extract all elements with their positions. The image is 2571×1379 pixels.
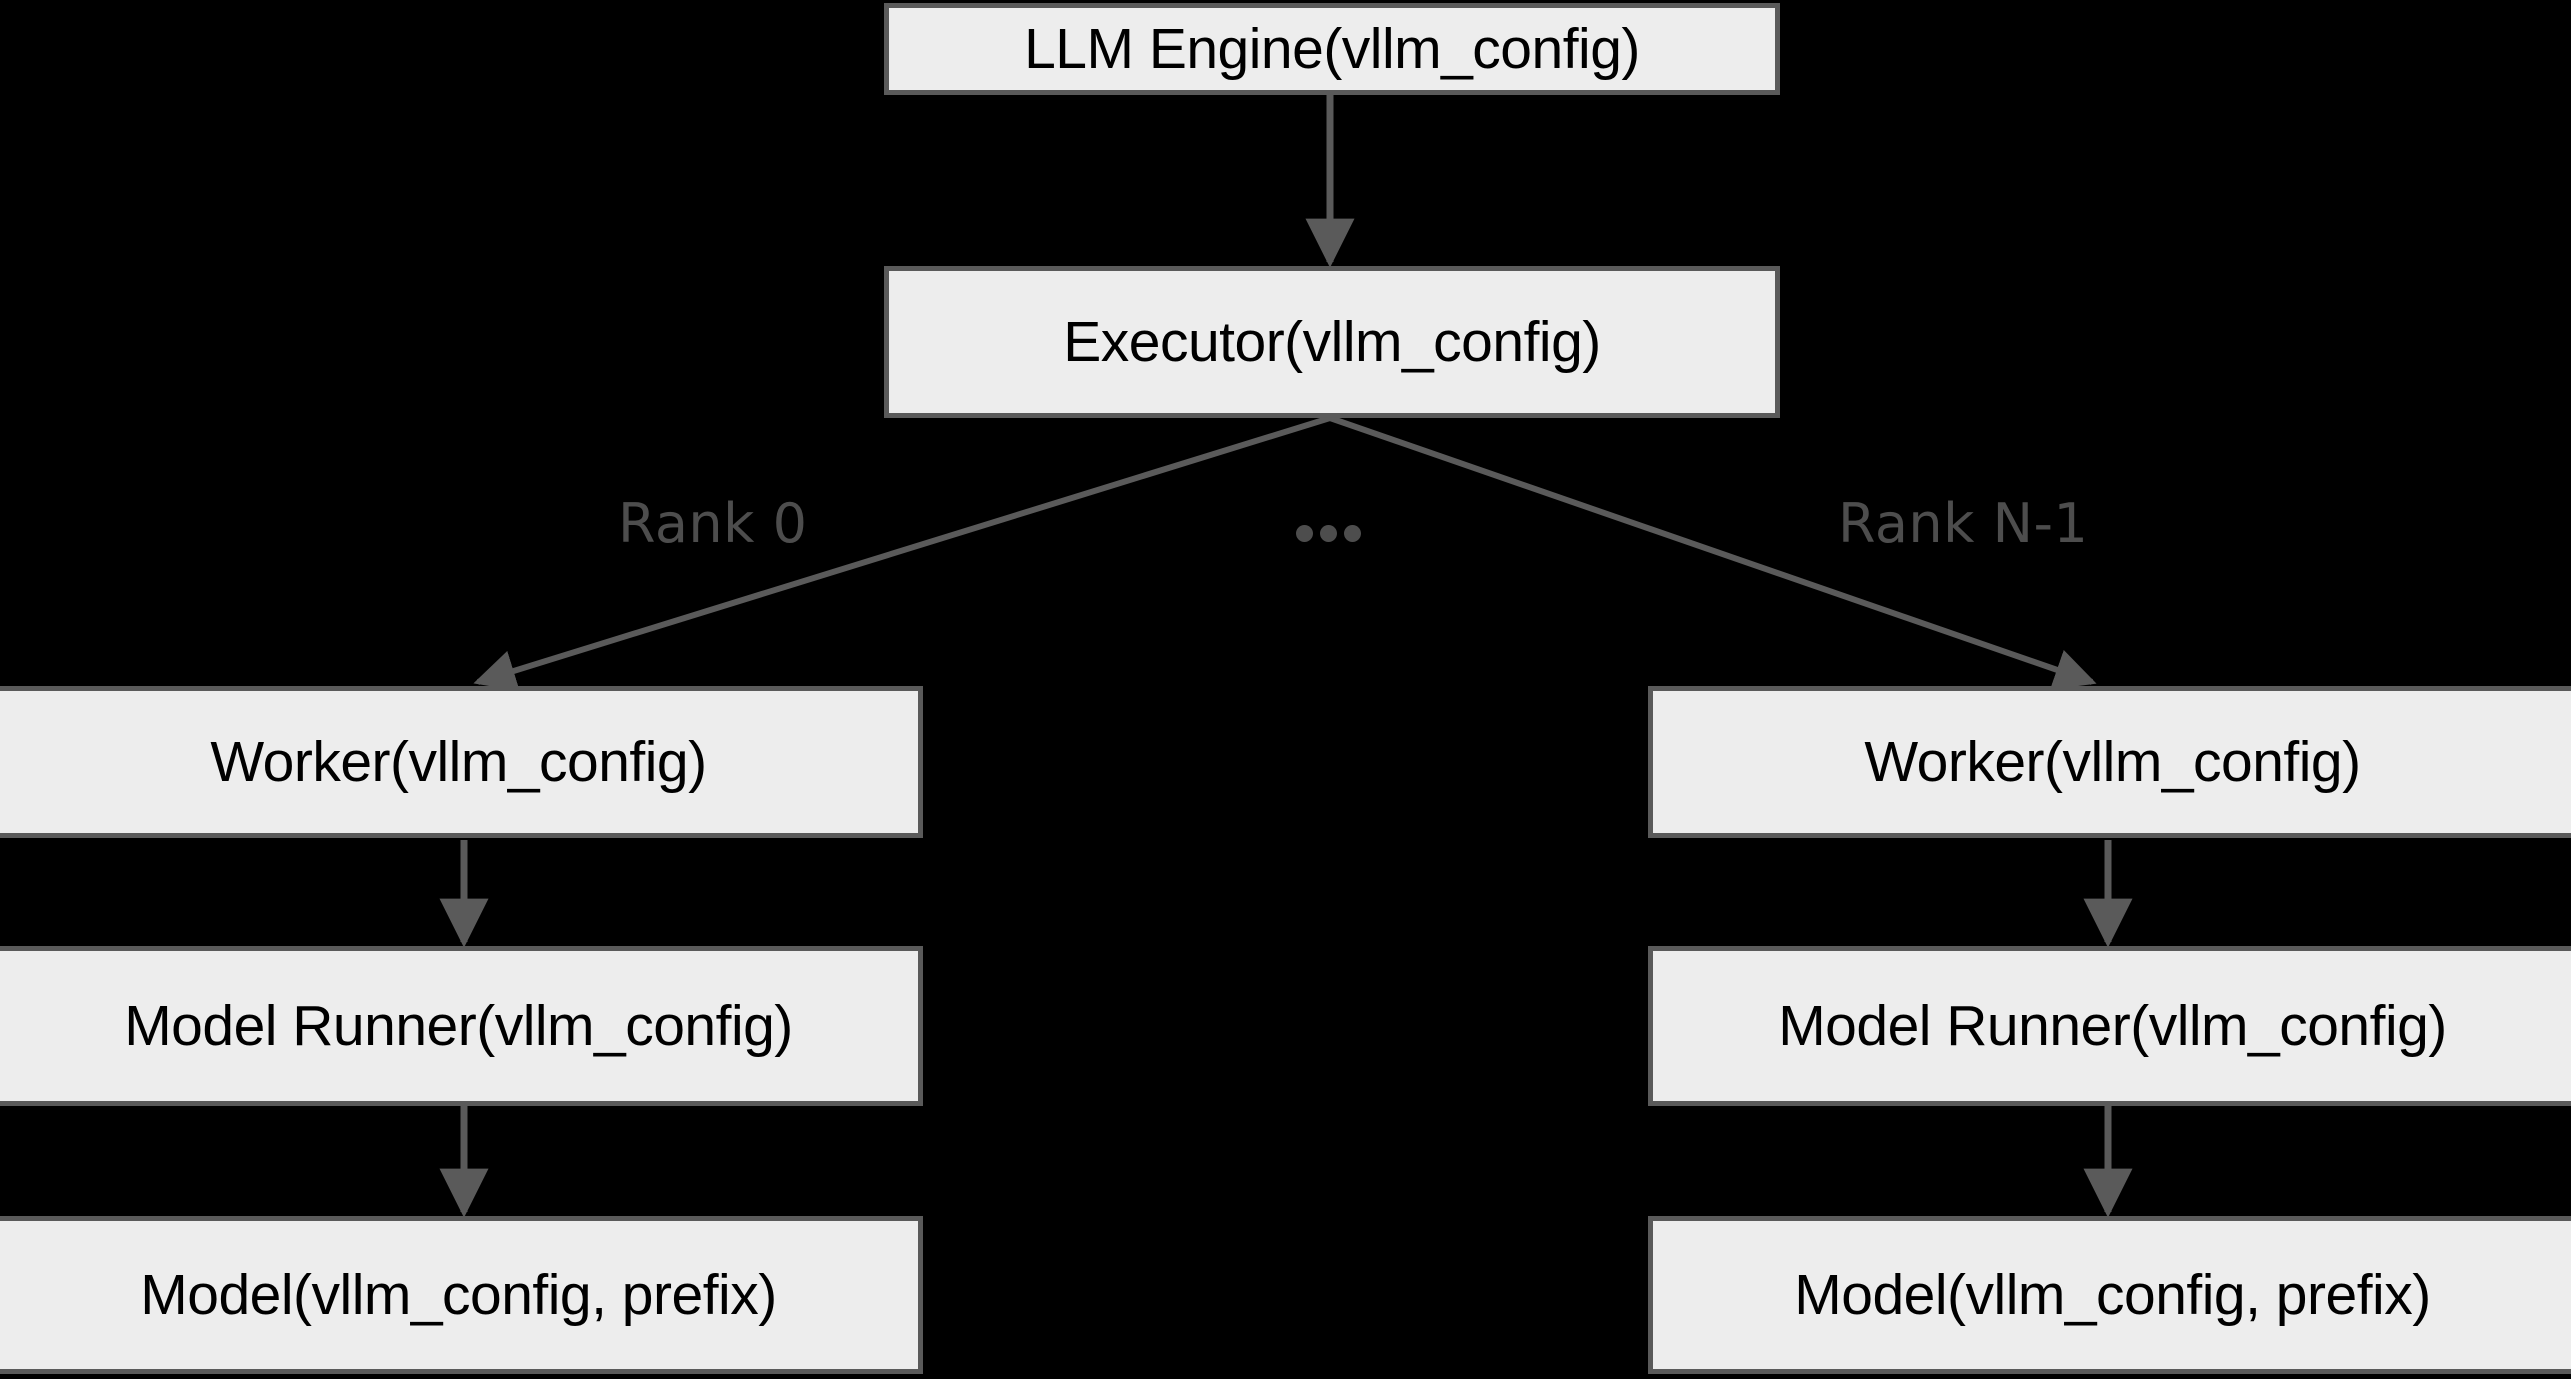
edge-executor-to-worker-rank0 <box>473 415 1331 692</box>
ellipsis-dot-1 <box>1296 525 1313 542</box>
edge-label-rank-ellipsis <box>1296 525 1361 542</box>
node-model-rankn[interactable]: Model(vllm_config, prefix) <box>1648 1216 2571 1374</box>
node-model-rank0-label: Model(vllm_config, prefix) <box>140 1262 777 1327</box>
edge-label-rank-n-1: Rank N-1 <box>1838 492 2089 555</box>
node-model-runner-rankn-label: Model Runner(vllm_config) <box>1778 993 2447 1058</box>
ellipsis-dot-2 <box>1320 525 1337 542</box>
node-model-runner-rank0[interactable]: Model Runner(vllm_config) <box>0 946 923 1106</box>
node-llm-engine[interactable]: LLM Engine(vllm_config) <box>884 3 1780 95</box>
node-worker-rankn-label: Worker(vllm_config) <box>1864 729 2361 794</box>
node-executor-label: Executor(vllm_config) <box>1063 309 1601 374</box>
node-worker-rank0-label: Worker(vllm_config) <box>210 729 707 794</box>
node-model-runner-rankn[interactable]: Model Runner(vllm_config) <box>1648 946 2571 1106</box>
node-executor[interactable]: Executor(vllm_config) <box>884 266 1780 418</box>
node-model-rank0[interactable]: Model(vllm_config, prefix) <box>0 1216 923 1374</box>
node-worker-rankn[interactable]: Worker(vllm_config) <box>1648 686 2571 838</box>
node-worker-rank0[interactable]: Worker(vllm_config) <box>0 686 923 838</box>
node-model-rankn-label: Model(vllm_config, prefix) <box>1794 1262 2431 1327</box>
ellipsis-dot-3 <box>1344 525 1361 542</box>
node-model-runner-rank0-label: Model Runner(vllm_config) <box>124 993 793 1058</box>
node-llm-engine-label: LLM Engine(vllm_config) <box>1024 16 1640 81</box>
edge-label-rank-0: Rank 0 <box>618 492 808 555</box>
